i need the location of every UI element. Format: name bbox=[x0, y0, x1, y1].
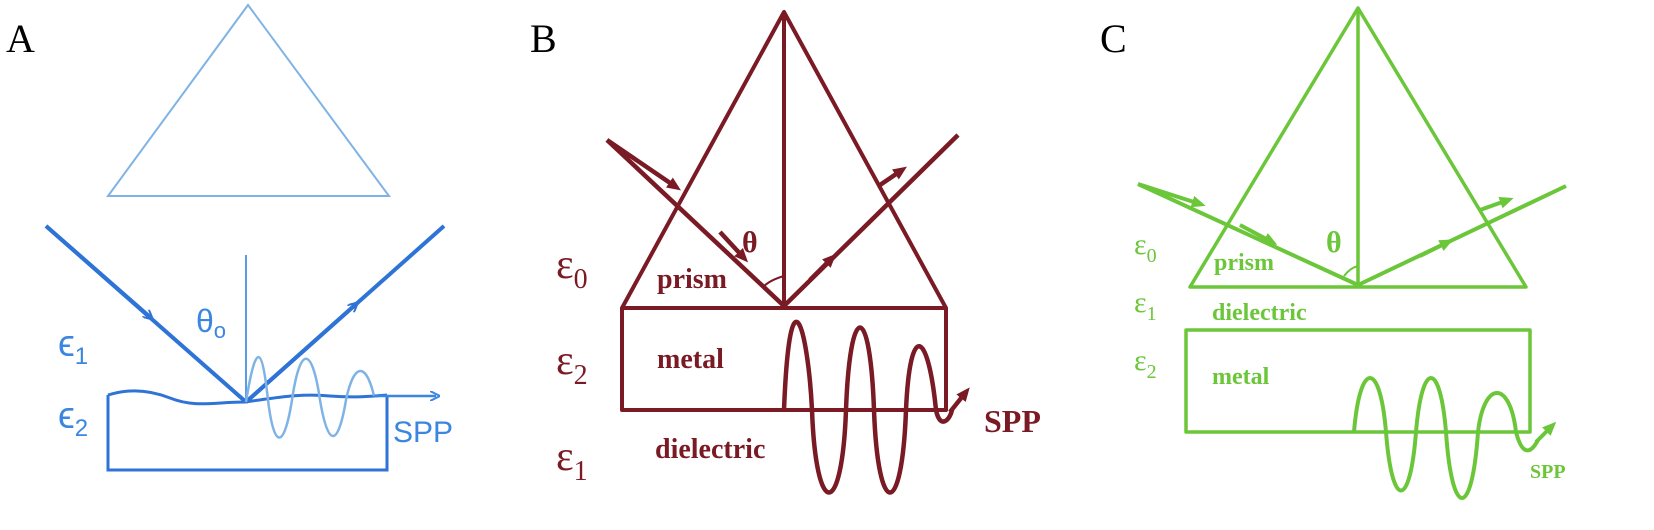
panel-c-reflected-arrow-2 bbox=[1479, 197, 1514, 212]
panel-b-spp-label: SPP bbox=[984, 403, 1041, 439]
panel-a-spp-label: SPP bbox=[393, 416, 453, 449]
panel-b-reflected-arrow bbox=[808, 253, 837, 282]
panel-b: B ε0 ε2 ε1 θ prism metal dielectric SPP bbox=[530, 10, 1041, 495]
panel-c-reflected-arrow bbox=[1419, 239, 1454, 258]
panel-a: A ϵ1 ϵ2 θo SPP bbox=[6, 3, 453, 472]
panel-c-letter: C bbox=[1100, 16, 1127, 61]
panel-b-spp-arrow bbox=[948, 387, 970, 414]
panel-a-prism bbox=[106, 3, 391, 197]
panel-c-incident-arrow-2 bbox=[1239, 223, 1278, 245]
panel-c-incident-ray bbox=[1137, 182, 1359, 287]
panel-b-theta-label: θ bbox=[742, 226, 758, 259]
panel-b-spp-wave bbox=[781, 319, 955, 495]
panel-a-theta-label: θo bbox=[196, 303, 226, 343]
panel-b-incident-arrow bbox=[605, 138, 681, 191]
panel-c-spp-arrow bbox=[1534, 421, 1557, 444]
panel-c-metal-label: metal bbox=[1212, 364, 1270, 390]
panel-c-dielectric-label: dielectric bbox=[1212, 300, 1307, 326]
panel-b-prism-label: prism bbox=[657, 264, 727, 295]
panel-c-angle-arc bbox=[1343, 265, 1359, 277]
panel-b-metal-label: metal bbox=[657, 344, 724, 375]
panel-c-spp-wave bbox=[1352, 376, 1540, 500]
panel-a-reflected-arrow bbox=[244, 305, 355, 404]
panel-c-eps1-label: ε1 bbox=[1134, 286, 1157, 325]
panel-c-theta-label: θ bbox=[1326, 226, 1342, 259]
panel-b-eps1-label: ε1 bbox=[556, 434, 588, 487]
panel-a-eps1-label: ϵ1 bbox=[58, 323, 88, 370]
panel-c-metal-layer bbox=[1184, 328, 1532, 434]
panel-c-prism-label: prism bbox=[1214, 250, 1274, 276]
panel-c-reflected-ray bbox=[1357, 184, 1567, 287]
panel-b-dielectric-label: dielectric bbox=[655, 434, 765, 465]
panel-a-substrate bbox=[106, 395, 389, 472]
panel-b-eps2-label: ε2 bbox=[556, 338, 588, 391]
panel-c-eps0-label: ε0 bbox=[1134, 228, 1157, 267]
panel-a-incident-arrow bbox=[44, 224, 150, 317]
panel-b-eps0-label: ε0 bbox=[556, 242, 588, 295]
panel-b-reflected-arrow-2 bbox=[878, 166, 907, 187]
panel-a-eps2-label: ϵ2 bbox=[58, 395, 88, 442]
panel-a-letter: A bbox=[6, 16, 35, 61]
panel-c-incident-arrow bbox=[1137, 182, 1206, 208]
panel-b-letter: B bbox=[530, 16, 557, 61]
panel-c: C ε0 ε1 ε2 θ prism dielectric metal SPP bbox=[1100, 6, 1567, 500]
panel-c-spp-label: SPP bbox=[1530, 461, 1566, 483]
panel-c-eps2-label: ε2 bbox=[1134, 344, 1157, 383]
panel-b-angle-arc bbox=[762, 275, 785, 288]
panel-a-spp-wave bbox=[244, 355, 376, 439]
panel-b-incident-ray bbox=[605, 138, 786, 308]
panel-b-incident-arrow-2 bbox=[718, 230, 749, 263]
